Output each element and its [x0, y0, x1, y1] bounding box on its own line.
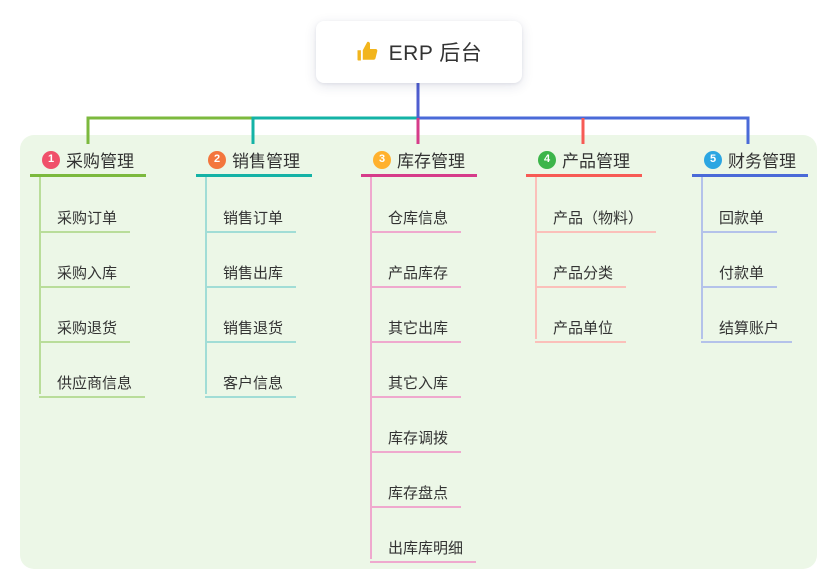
branch-1-child-3[interactable]: 采购退货 [39, 309, 131, 343]
child-node-label: 付款单 [719, 265, 765, 282]
branch-number-badge: 2 [208, 150, 226, 169]
branch-3-child-7[interactable]: 出库库明细 [370, 529, 477, 563]
branch-3-child-1[interactable]: 仓库信息 [370, 199, 462, 233]
child-node-label: 销售退货 [223, 320, 284, 337]
branch-number-badge: 4 [538, 150, 556, 169]
branch-spine-line [39, 176, 41, 394]
branch-title-3[interactable]: 3 库存管理 [361, 145, 477, 177]
child-node-label: 结算账户 [719, 320, 780, 337]
branches-panel [20, 135, 817, 569]
root-title: ERP 后台 [388, 42, 483, 65]
child-node-label: 供应商信息 [57, 375, 133, 392]
child-node-label: 采购退货 [57, 320, 118, 337]
branch-1-child-4[interactable]: 供应商信息 [39, 364, 146, 398]
child-node-label: 产品库存 [388, 265, 449, 282]
branch-title-4[interactable]: 4 产品管理 [526, 145, 642, 177]
branch-title-2[interactable]: 2 销售管理 [196, 145, 312, 177]
child-node-label: 产品单位 [553, 320, 614, 337]
branch-5-child-2[interactable]: 付款单 [701, 254, 778, 288]
branch-spine-line [205, 176, 207, 394]
branch-spine-line [535, 176, 537, 339]
branch-1-child-1[interactable]: 采购订单 [39, 199, 131, 233]
child-node-label: 出库库明细 [388, 540, 464, 557]
branch-3-child-4[interactable]: 其它入库 [370, 364, 462, 398]
branch-spine-line [370, 176, 372, 559]
branch-title-5[interactable]: 5 财务管理 [692, 145, 808, 177]
branch-2-child-1[interactable]: 销售订单 [205, 199, 297, 233]
branch-3-child-3[interactable]: 其它出库 [370, 309, 462, 343]
child-node-label: 库存调拨 [388, 430, 449, 447]
branch-1-child-2[interactable]: 采购入库 [39, 254, 131, 288]
child-node-label: 产品（物料） [553, 210, 644, 227]
child-node-label: 库存盘点 [388, 485, 449, 502]
child-node-label: 客户信息 [223, 375, 284, 392]
branch-4-child-1[interactable]: 产品（物料） [535, 199, 657, 233]
branch-2-child-2[interactable]: 销售出库 [205, 254, 297, 288]
branch-2-child-3[interactable]: 销售退货 [205, 309, 297, 343]
branch-title-1[interactable]: 1 采购管理 [30, 145, 146, 177]
branch-spine-line [701, 176, 703, 339]
branch-2-child-4[interactable]: 客户信息 [205, 364, 297, 398]
child-node-label: 销售订单 [223, 210, 284, 227]
branch-number-badge: 1 [42, 150, 60, 169]
child-node-label: 销售出库 [223, 265, 284, 282]
branch-3-child-2[interactable]: 产品库存 [370, 254, 462, 288]
branch-4-child-3[interactable]: 产品单位 [535, 309, 627, 343]
branch-number-badge: 5 [704, 150, 722, 169]
branch-5-child-1[interactable]: 回款单 [701, 199, 778, 233]
branch-title-label: 库存管理 [397, 152, 465, 171]
child-node-label: 其它出库 [388, 320, 449, 337]
child-node-label: 回款单 [719, 210, 765, 227]
child-node-label: 采购入库 [57, 265, 118, 282]
branch-title-label: 财务管理 [728, 152, 796, 171]
thumbs-up-icon [356, 40, 380, 64]
branch-title-label: 采购管理 [66, 152, 134, 171]
branch-title-label: 产品管理 [562, 152, 630, 171]
branch-3-child-6[interactable]: 库存盘点 [370, 474, 462, 508]
branch-title-label: 销售管理 [232, 152, 300, 171]
child-node-label: 其它入库 [388, 375, 449, 392]
child-node-label: 采购订单 [57, 210, 118, 227]
branch-3-child-5[interactable]: 库存调拨 [370, 419, 462, 453]
branch-number-badge: 3 [373, 150, 391, 169]
branch-5-child-3[interactable]: 结算账户 [701, 309, 793, 343]
root-node[interactable]: ERP 后台 [316, 21, 522, 83]
child-node-label: 仓库信息 [388, 210, 449, 227]
branch-4-child-2[interactable]: 产品分类 [535, 254, 627, 288]
child-node-label: 产品分类 [553, 265, 614, 282]
